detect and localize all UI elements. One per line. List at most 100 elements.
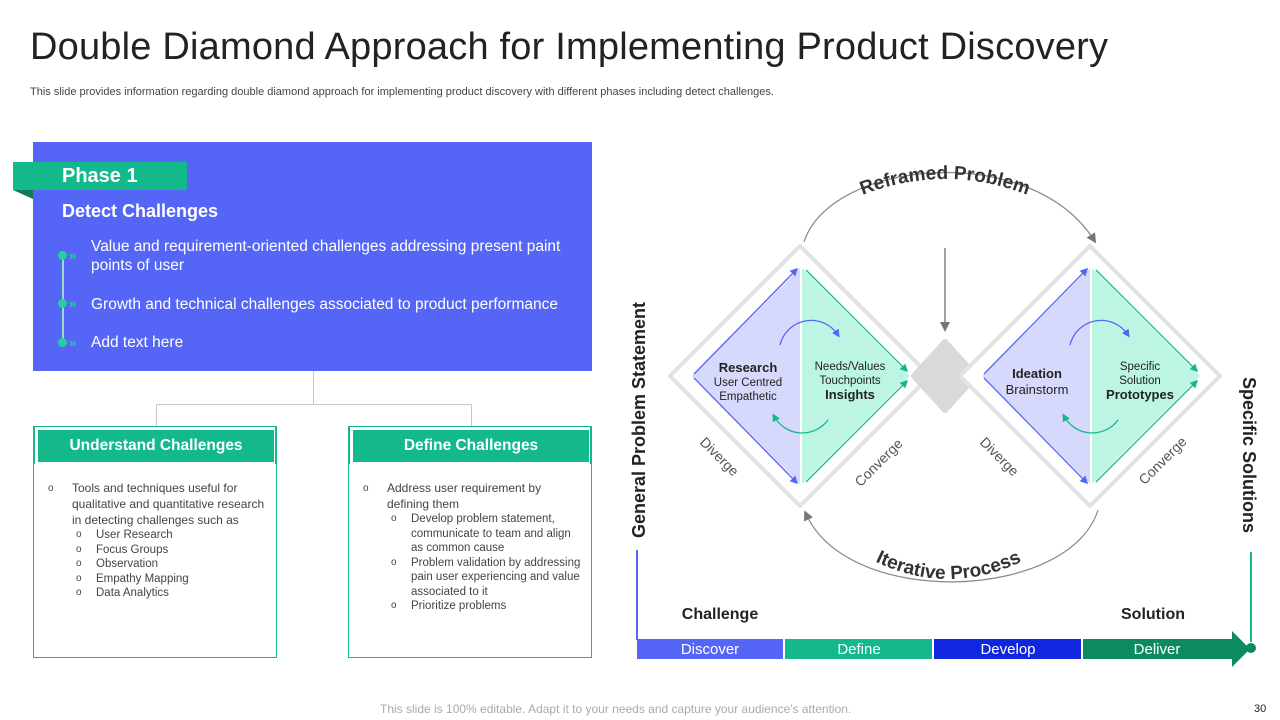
- cycle-arrow: [772, 413, 829, 434]
- challenge-label: Challenge: [682, 606, 759, 623]
- double-diamond-diagram: Reframed Problem Iterative Process Resea…: [629, 163, 1259, 667]
- converge-arrow: [1095, 269, 1199, 373]
- circle-bullet-icon: o: [76, 572, 82, 584]
- diverge-arrow: [693, 267, 799, 375]
- phase-bullet-1: Value and requirement-oriented challenge…: [91, 238, 561, 274]
- converge-arrow: [805, 379, 909, 483]
- diamond1-left-title: Research: [719, 360, 778, 375]
- phase-label-deliver: Deliver: [1134, 641, 1181, 658]
- diamond-discover-define: [668, 244, 932, 508]
- circle-bullet-icon: o: [76, 558, 82, 569]
- phase-segment-define: [785, 639, 932, 659]
- sub-list-item: o Develop problem statement, communicate …: [391, 512, 583, 556]
- iterative-arc-arrow: [803, 509, 1099, 583]
- sub-list-item: o Focus Groups: [76, 543, 268, 558]
- footer-note: This slide is 100% editable. Adapt it to…: [380, 702, 852, 716]
- diamond1-left-line: Empathetic: [719, 391, 777, 403]
- phase-tab-fold: [13, 190, 33, 199]
- card-define-challenges: [348, 426, 592, 658]
- connector-line: [471, 404, 472, 426]
- converge-arrow: [805, 269, 909, 373]
- sub-item-text: Prioritize problems: [411, 600, 507, 612]
- circle-bullet-icon: o: [76, 543, 82, 555]
- reframed-arc-arrow: [803, 171, 1097, 244]
- sub-list-item: o Observation: [76, 557, 268, 572]
- phase-bullet-2: Growth and technical challenges associat…: [91, 296, 558, 313]
- diamond1-right-half: [802, 268, 910, 484]
- sub-item-text: Develop problem statement, communicate t…: [411, 513, 571, 554]
- list-item-text: Tools and techniques useful for qualitat…: [72, 481, 265, 527]
- connector-line: [156, 404, 157, 426]
- left-vertical-label: General Problem Statement: [629, 302, 649, 538]
- diamond1-right-line: Needs/Values: [815, 361, 886, 373]
- phase-label-develop: Develop: [980, 641, 1035, 658]
- circle-bullet-icon: o: [76, 529, 82, 540]
- circle-bullet-icon: o: [391, 600, 397, 611]
- converge-arrow: [1095, 379, 1199, 483]
- sub-list: o Develop problem statement, communicate …: [363, 512, 583, 614]
- card-body: o Tools and techniques useful for qualit…: [48, 480, 268, 601]
- sub-item-text: Data Analytics: [96, 587, 169, 599]
- phase-segment-discover: [637, 639, 783, 659]
- list-item: o Tools and techniques useful for qualit…: [48, 480, 268, 528]
- diamond1-left-line: User Centred: [714, 377, 782, 389]
- circle-bullet-icon: o: [391, 513, 397, 524]
- diamond2-right-line: Specific: [1120, 361, 1161, 373]
- circle-bullet-icon: o: [76, 587, 82, 598]
- diamond2-right-title: Prototypes: [1106, 387, 1174, 402]
- diverge-label: Diverge: [977, 434, 1023, 480]
- sub-item-text: User Research: [96, 529, 173, 541]
- cycle-arrow: [1062, 413, 1119, 434]
- diamond2-right-half: [1092, 268, 1200, 484]
- circle-bullet-icon: o: [391, 556, 397, 568]
- sub-item-text: Empathy Mapping: [96, 572, 189, 585]
- solution-label: Solution: [1121, 606, 1185, 623]
- cycle-arrow: [1069, 319, 1130, 346]
- top-arc-label: Reframed Problem: [857, 163, 1033, 200]
- list-item-text: Address user requirement by defining the…: [387, 481, 542, 511]
- diverge-arrow: [983, 377, 1089, 485]
- page-number: 30: [1254, 703, 1267, 715]
- connector-line: [313, 371, 314, 404]
- sub-list-item: o Prioritize problems: [391, 599, 583, 614]
- sub-list-item: o Problem validation by addressing pain u…: [391, 556, 583, 600]
- chevron-right-icon: »: [69, 335, 77, 350]
- sub-list-item: o User Research: [76, 528, 268, 543]
- card-title: Understand Challenges: [38, 430, 274, 462]
- diamond1-right-line: Touchpoints: [819, 375, 881, 387]
- bullet-dot-icon: [58, 338, 67, 347]
- center-diamond: [911, 339, 979, 413]
- phase-bullet-3: Add text here: [91, 334, 184, 351]
- card-top-border: [349, 426, 591, 464]
- diverge-arrow: [693, 377, 799, 485]
- phase-bar: Discover Define Develop Deliver: [637, 631, 1250, 667]
- sub-list-item: o Data Analytics: [76, 586, 268, 601]
- phase-segment-deliver: [1083, 631, 1250, 667]
- sub-item-text: Observation: [96, 558, 159, 570]
- bullet-dot-icon: [58, 251, 67, 260]
- sub-item-text: Focus Groups: [96, 543, 169, 556]
- phase-tab: Phase 1: [13, 162, 187, 190]
- diamond2-left-title: Ideation: [1012, 366, 1062, 381]
- card-understand-challenges: [33, 426, 277, 658]
- cycle-arrow: [779, 319, 840, 346]
- chevron-right-icon: »: [69, 296, 77, 311]
- sub-item-text: Problem validation by addressing pain us…: [411, 556, 581, 598]
- bottom-arc-label: Iterative Process: [873, 547, 1024, 584]
- diamond2-right-line: Solution: [1119, 375, 1161, 387]
- circle-bullet-icon: o: [363, 483, 369, 494]
- phase-heading: Detect Challenges: [62, 201, 219, 221]
- diamond2-left-line: Brainstorm: [1006, 382, 1069, 397]
- card-top-border: [34, 426, 276, 464]
- connector-line: [156, 404, 472, 405]
- card-title: Define Challenges: [353, 430, 589, 462]
- right-vertical-label: Specific Solutions: [1239, 377, 1259, 533]
- list-item: o Address user requirement by defining t…: [363, 480, 583, 512]
- diamond2-left-half: [982, 268, 1090, 484]
- phase-label-discover: Discover: [681, 641, 739, 658]
- page-subtitle: This slide provides information regardin…: [30, 86, 774, 98]
- page-title: Double Diamond Approach for Implementing…: [30, 26, 1109, 68]
- bullet-dot-icon: [58, 299, 67, 308]
- sub-list-item: o Empathy Mapping: [76, 572, 268, 587]
